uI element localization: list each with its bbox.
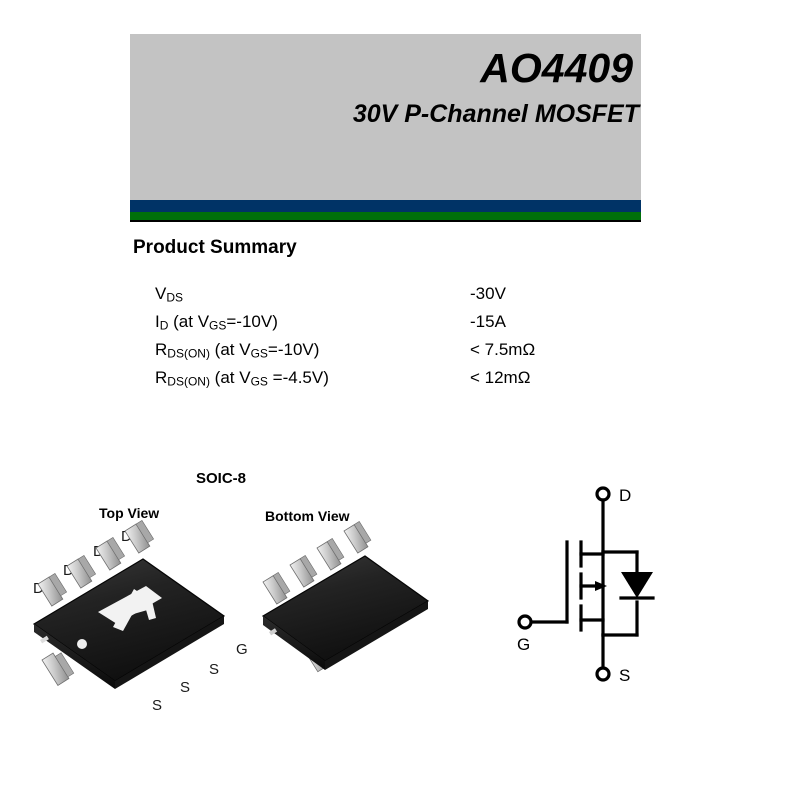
package-name-label: SOIC-8 — [196, 470, 247, 487]
source-terminal-node — [595, 666, 611, 682]
table-row: RDS(ON) (at VGS=-10V) < 7.5mΩ — [155, 340, 595, 368]
header-rule-green — [130, 212, 641, 220]
param-subscript-2: GS — [209, 318, 227, 333]
bottom-view-label: Bottom View — [265, 508, 350, 524]
summary-param: RDS(ON) (at VGS =-4.5V) — [155, 368, 470, 389]
package-leads-upper — [37, 520, 155, 607]
param-subscript: DS — [166, 290, 184, 305]
package-leads-upper — [262, 521, 372, 605]
pin-label-d-2: D — [63, 562, 74, 579]
param-subscript: D — [159, 318, 169, 333]
param-tail: =-4.5V) — [267, 368, 329, 387]
param-rest: (at V — [209, 368, 251, 387]
soic8-top-view-drawing — [32, 520, 226, 689]
soic8-bottom-view-drawing — [261, 521, 430, 673]
header-rule-blue — [130, 200, 641, 212]
summary-value: -30V — [470, 284, 506, 303]
mosfet-schematic-symbol: D G S — [517, 486, 655, 685]
body-diode-icon — [621, 572, 653, 598]
summary-param: ID (at VGS=-10V) — [155, 312, 470, 333]
summary-param: RDS(ON) (at VGS=-10V) — [155, 340, 470, 361]
pin-label-s-1: S — [152, 697, 163, 714]
param-tail: =-10V) — [226, 312, 278, 331]
param-rest: (at V — [168, 312, 210, 331]
drain-label: D — [619, 486, 631, 505]
param-subscript: DS(ON) — [167, 346, 210, 361]
package-side-notch — [269, 628, 278, 636]
param-main: V — [155, 284, 167, 303]
pin-label-s-2: S — [180, 679, 191, 696]
header-rule-black — [130, 220, 641, 222]
gate-label: G — [517, 635, 530, 654]
summary-value: < 12mΩ — [470, 368, 531, 387]
pin-label-s-3: S — [209, 661, 220, 678]
pin-1-indicator-dot — [77, 639, 87, 649]
header-banner: AO4409 30V P-Channel MOSFET — [130, 34, 641, 200]
param-subscript-2: GS — [250, 346, 268, 361]
page-subtitle: 30V P-Channel MOSFET — [352, 100, 639, 128]
gate-terminal-node — [517, 614, 533, 630]
top-view-label: Top View — [99, 505, 160, 521]
package-side-notch — [39, 635, 49, 644]
param-subscript-2: GS — [250, 374, 268, 389]
pin-label-g: G — [236, 641, 248, 658]
table-row: RDS(ON) (at VGS =-4.5V) < 12mΩ — [155, 368, 595, 396]
param-main: R — [155, 340, 168, 359]
product-summary-table: VDS -30V ID (at VGS=-10V) -15A RDS(ON) (… — [155, 284, 595, 396]
package-body — [261, 555, 430, 670]
product-summary-heading: Product Summary — [133, 237, 297, 258]
aos-logo — [98, 586, 162, 631]
table-row: VDS -30V — [155, 284, 595, 312]
summary-param: VDS — [155, 284, 470, 305]
channel-arrow-icon — [595, 581, 607, 591]
drain-terminal-node — [595, 486, 611, 502]
summary-value: -15A — [470, 312, 506, 331]
table-row: ID (at VGS=-10V) -15A — [155, 312, 595, 340]
summary-value: < 7.5mΩ — [470, 340, 536, 359]
page-title: AO4409 — [480, 45, 633, 91]
source-label: S — [619, 666, 630, 685]
param-rest: (at V — [209, 340, 251, 359]
param-main: I — [155, 312, 160, 331]
pin-label-d-4: D — [121, 528, 132, 545]
param-main: R — [155, 368, 168, 387]
pin-label-d-1: D — [33, 580, 44, 597]
param-subscript: DS(ON) — [167, 374, 210, 389]
param-tail: =-10V) — [267, 340, 320, 359]
